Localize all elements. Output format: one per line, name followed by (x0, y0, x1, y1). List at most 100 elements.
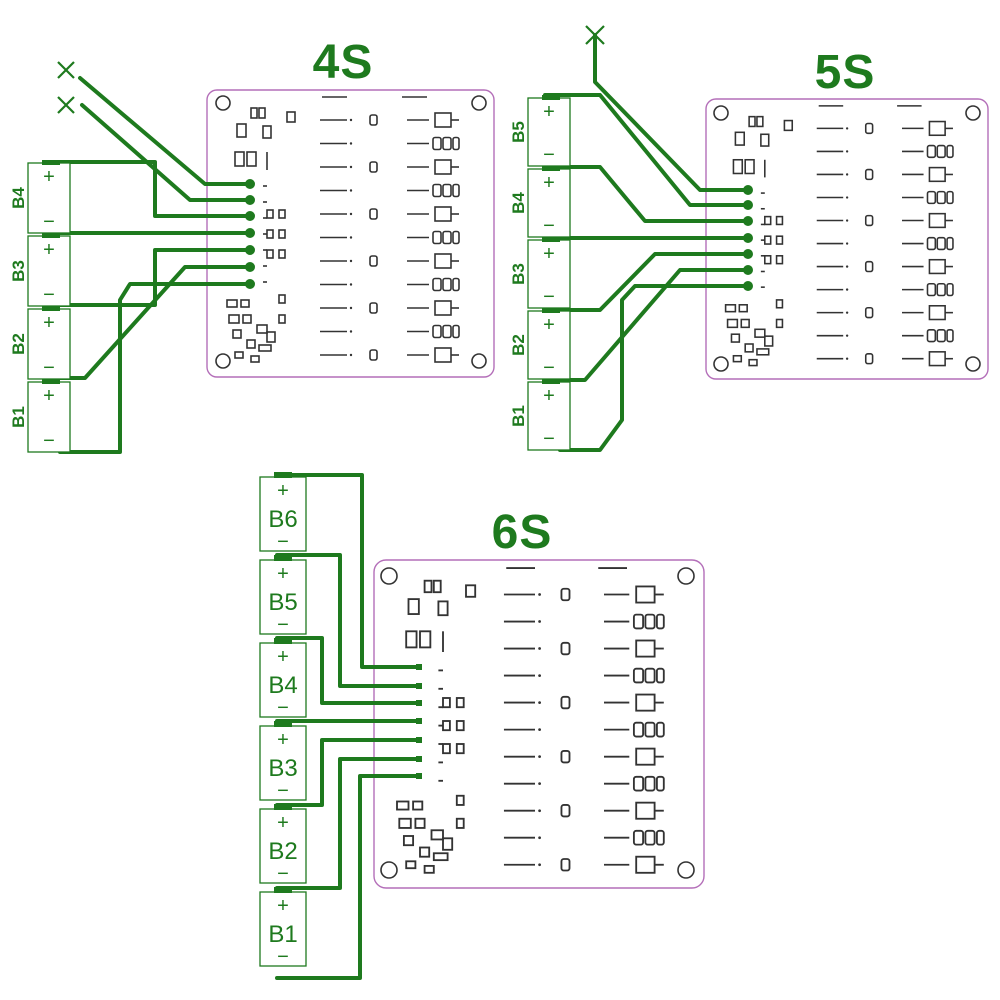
balance-wire (58, 282, 252, 454)
svg-text:+: + (43, 239, 55, 261)
cell-label: B5 (509, 121, 528, 143)
silk-dot (538, 728, 541, 732)
silk-dot (845, 288, 849, 291)
diagram-6s-title: 6S (492, 506, 553, 559)
silk-part (402, 835, 415, 847)
silk-part (242, 314, 252, 324)
silk-part (560, 858, 571, 872)
silk-part (756, 115, 764, 128)
connector-pads-4s (245, 179, 255, 289)
silk-part (928, 304, 946, 321)
silk-dot (538, 593, 541, 596)
silk-part (369, 161, 378, 173)
silk-part (266, 331, 276, 343)
silk-part (764, 255, 772, 265)
unused-wire-x-icon (585, 25, 605, 45)
silk-part (655, 829, 665, 846)
silk-dot (349, 330, 353, 333)
svg-text:−: − (543, 428, 555, 450)
silk-dot (349, 118, 353, 122)
mounting-hole (713, 356, 729, 372)
silk-part (946, 329, 954, 343)
silk-part (442, 183, 452, 198)
silk-part (655, 667, 665, 684)
silk-part (775, 299, 784, 309)
silk-part (455, 817, 465, 829)
svg-text:+: + (543, 172, 555, 194)
cell-label: B4 (268, 672, 297, 699)
svg-text:−: − (43, 357, 55, 379)
cell-b3: + − B3 (9, 233, 71, 307)
cell-b1: + − B1 (509, 379, 571, 451)
silk-dot (845, 150, 849, 153)
mounting-hole (965, 105, 981, 121)
pcb-silkscreen (396, 567, 665, 874)
silk-dot (349, 236, 353, 239)
silk-part (286, 111, 296, 123)
silk-part (655, 721, 665, 738)
cell-b4: + − B4 (259, 638, 307, 719)
silk-part (764, 215, 772, 226)
silk-part (775, 235, 784, 245)
balance-wire (543, 252, 750, 312)
silk-part (432, 277, 442, 292)
silk-part (465, 584, 477, 598)
silk-part (732, 158, 744, 175)
silk-part (560, 695, 571, 710)
cell-b3: + − B3 (259, 721, 307, 802)
silk-part (432, 579, 442, 594)
svg-text:−: − (277, 946, 289, 968)
silk-part (560, 749, 571, 764)
silk-part (864, 214, 874, 227)
silk-part (398, 817, 412, 829)
silk-part (632, 775, 645, 792)
silk-part (246, 151, 257, 167)
silk-part (644, 721, 656, 738)
silk-part (278, 294, 286, 304)
mounting-hole (965, 356, 981, 372)
balance-wire (543, 93, 750, 207)
pcb-silkscreen (724, 105, 954, 367)
connector-pads-5s (743, 185, 753, 291)
silk-part (455, 720, 465, 732)
balance-wire (543, 268, 750, 382)
silk-part (775, 318, 784, 329)
silk-part (432, 230, 442, 245)
silk-part (936, 144, 946, 159)
cell-b2: + − B2 (259, 804, 307, 885)
silk-dot (845, 242, 849, 245)
svg-text:+: + (277, 895, 289, 917)
silk-part (928, 258, 946, 275)
board-outline (373, 559, 705, 889)
silk-part (419, 846, 431, 858)
cell-b2: + − B2 (509, 308, 571, 380)
silk-part (928, 166, 946, 183)
silk-part (452, 277, 460, 292)
balance-wire (275, 774, 422, 980)
silk-part (407, 598, 420, 615)
silk-part (644, 829, 656, 846)
cell-b4: + − B4 (509, 166, 571, 238)
svg-text:−: − (277, 531, 289, 553)
bms-board-5s (705, 98, 989, 380)
silk-part (442, 837, 454, 851)
svg-text:−: − (543, 215, 555, 237)
silk-part (775, 215, 784, 226)
silk-part (369, 114, 378, 126)
silk-part (432, 852, 449, 862)
silk-part (635, 585, 656, 604)
silk-part (644, 667, 656, 684)
cell-label: B3 (268, 755, 297, 782)
silk-dot (845, 196, 849, 199)
connector-pads-6s (416, 664, 422, 779)
silk-dot (349, 283, 353, 286)
silk-part (635, 801, 656, 820)
silk-part (775, 255, 784, 265)
silk-part (278, 314, 286, 324)
silk-part (936, 282, 946, 297)
silk-part (864, 122, 874, 135)
balance-wire (80, 103, 252, 202)
cell-label: B3 (9, 260, 28, 282)
silk-part (432, 136, 442, 151)
silk-part (946, 190, 954, 205)
